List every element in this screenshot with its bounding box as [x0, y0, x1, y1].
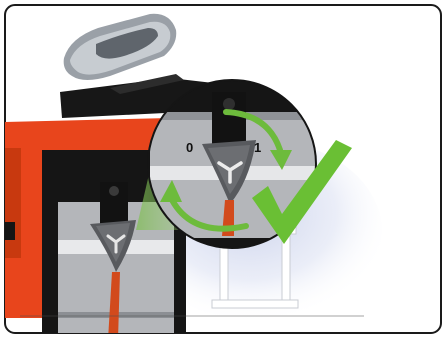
switch-off-label: 0 — [186, 140, 193, 155]
switch-on-label: 1 — [254, 140, 261, 155]
